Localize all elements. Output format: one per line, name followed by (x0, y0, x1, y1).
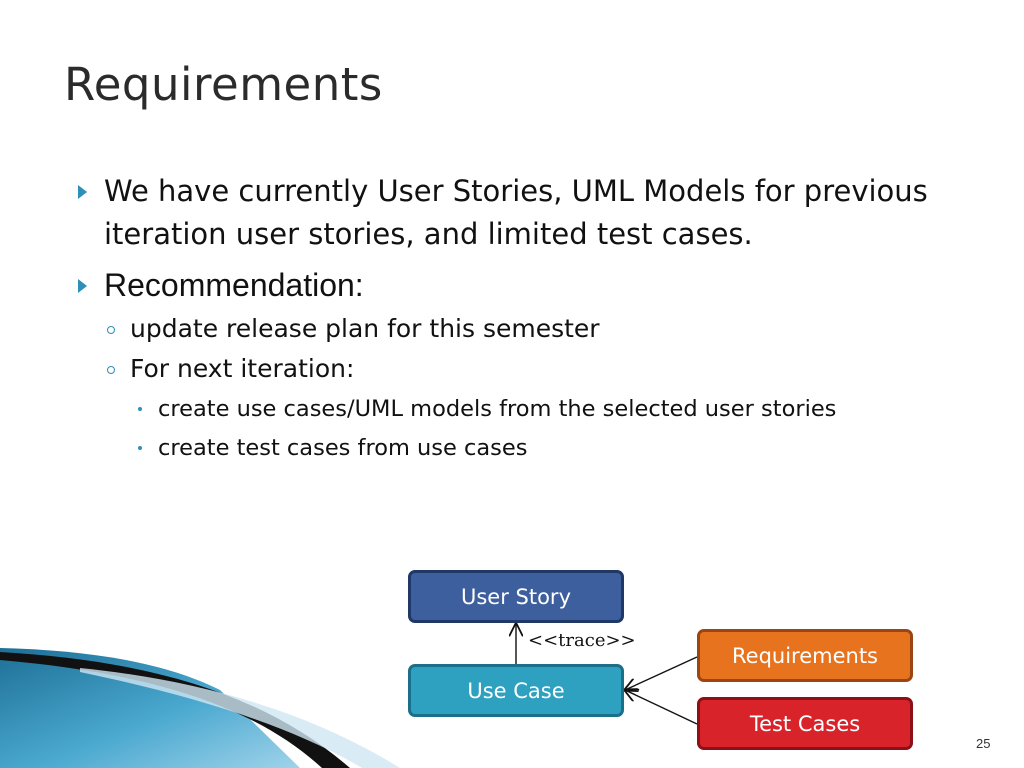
use-case-box: Use Case (408, 664, 624, 717)
sub-sub-bullet-item: create use cases/UML models from the sel… (74, 393, 974, 426)
sub-bullet-text: For next iteration: (130, 354, 355, 383)
page-number: 25 (976, 736, 991, 751)
bullet-list: We have currently User Stories, UML Mode… (74, 170, 974, 465)
sub-bullet-item: update release plan for this semester (74, 311, 974, 347)
sub-sub-bullet-text: create use cases/UML models from the sel… (158, 396, 837, 422)
sub-bullet-item: For next iteration: (74, 351, 974, 387)
ring-bullet-icon (107, 326, 115, 334)
arrow-bullet-icon (78, 185, 87, 199)
user-story-box: User Story (408, 570, 624, 623)
sub-bullet-text: update release plan for this semester (130, 314, 600, 343)
sub-sub-bullet-item: create test cases from use cases (74, 432, 974, 465)
test-cases-box: Test Cases (697, 697, 913, 750)
bullet-text: We have currently User Stories, UML Mode… (104, 174, 928, 251)
slide-title: Requirements (64, 58, 383, 111)
test-cases-connector (625, 690, 698, 725)
bullet-text: Recommendation: (104, 267, 364, 303)
requirements-box: Requirements (697, 629, 913, 682)
trace-label: <<trace>> (528, 630, 636, 651)
bullet-item: We have currently User Stories, UML Mode… (74, 170, 974, 256)
ring-bullet-icon (107, 366, 115, 374)
sub-sub-bullet-text: create test cases from use cases (158, 435, 528, 461)
dot-bullet-icon (138, 407, 142, 411)
arrow-bullet-icon (78, 279, 87, 293)
dot-bullet-icon (138, 446, 142, 450)
bullet-item: Recommendation: (74, 264, 974, 307)
requirements-connector (625, 656, 698, 690)
